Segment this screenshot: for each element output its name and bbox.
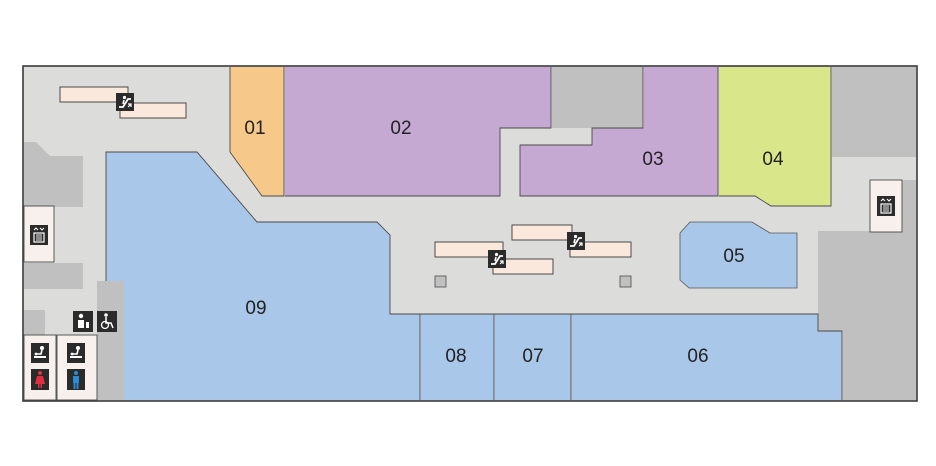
wall-left-lower bbox=[24, 310, 45, 335]
wheelchair-icon[interactable] bbox=[97, 311, 117, 332]
unit-label-08: 08 bbox=[445, 346, 466, 367]
unit-01[interactable] bbox=[230, 67, 284, 196]
column bbox=[434, 275, 447, 288]
wall-left-top bbox=[24, 142, 83, 207]
unit-label-06: 06 bbox=[687, 346, 708, 367]
unit-label-07: 07 bbox=[522, 346, 543, 367]
unit-09[interactable] bbox=[106, 152, 420, 400]
unit-02[interactable] bbox=[285, 67, 551, 196]
column bbox=[619, 275, 632, 288]
unit-label-01: 01 bbox=[244, 118, 265, 139]
escalator-icon[interactable] bbox=[487, 249, 507, 269]
baby-changing-icon[interactable] bbox=[30, 342, 50, 364]
wall-right-top bbox=[832, 67, 916, 157]
unit-05[interactable] bbox=[679, 221, 798, 289]
escalator-icon[interactable] bbox=[566, 231, 586, 251]
wall-right-side bbox=[902, 180, 916, 231]
unit-03[interactable] bbox=[520, 67, 718, 196]
elevator-icon[interactable] bbox=[29, 224, 49, 246]
unit-label-09: 09 bbox=[245, 298, 266, 319]
unit-04[interactable] bbox=[719, 67, 831, 206]
escalator-icon[interactable] bbox=[115, 92, 135, 112]
wall-right-bottom bbox=[818, 231, 916, 400]
unit-label-05: 05 bbox=[723, 246, 744, 267]
unit-06[interactable] bbox=[572, 314, 842, 400]
elevator-icon[interactable] bbox=[876, 195, 896, 217]
unit-label-03: 03 bbox=[642, 149, 663, 170]
wall-top-middle bbox=[552, 67, 643, 128]
unit-label-02: 02 bbox=[390, 118, 411, 139]
baby-changing-icon[interactable] bbox=[66, 342, 86, 364]
unit-07[interactable] bbox=[495, 314, 571, 400]
female-restroom-icon[interactable] bbox=[31, 369, 49, 390]
multipurpose-restroom-icon[interactable] bbox=[73, 311, 93, 332]
escalator-platforms bbox=[59, 86, 632, 275]
restroom-block bbox=[23, 179, 903, 401]
wall-column-left bbox=[97, 281, 124, 400]
wall-left-mid bbox=[24, 263, 83, 289]
unit-label-04: 04 bbox=[762, 149, 784, 170]
male-restroom-icon[interactable] bbox=[67, 369, 85, 390]
unit-08[interactable] bbox=[421, 314, 494, 400]
